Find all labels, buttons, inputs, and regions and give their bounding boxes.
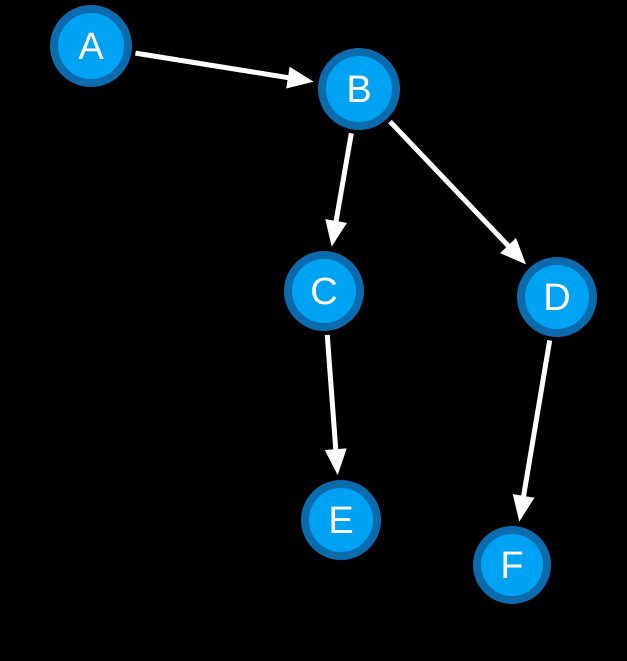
- graph-edge-b-to-d[interactable]: [388, 119, 526, 265]
- nodes-layer: A B C D E F: [50, 5, 597, 604]
- arrowhead-icon: [325, 219, 347, 247]
- node-label: B: [346, 69, 371, 111]
- node-ring: [318, 48, 400, 130]
- node-circle: [322, 52, 396, 126]
- arrowhead-icon: [500, 237, 526, 265]
- node-ring: [517, 257, 597, 337]
- graph-edge-c-to-e[interactable]: [324, 334, 347, 476]
- edge-line: [135, 50, 291, 81]
- node-ring: [284, 251, 364, 331]
- graph-edge-b-to-c[interactable]: [325, 132, 354, 247]
- node-label: A: [78, 26, 104, 68]
- edge-line: [388, 119, 512, 249]
- graph-node-c[interactable]: C: [284, 251, 364, 331]
- node-circle: [477, 530, 547, 600]
- node-label: C: [310, 271, 337, 313]
- node-circle: [521, 261, 593, 333]
- node-ring: [301, 480, 381, 560]
- arrowhead-icon: [512, 494, 535, 522]
- node-label: E: [328, 500, 353, 542]
- node-label: D: [543, 277, 570, 319]
- graph-node-e[interactable]: E: [301, 480, 381, 560]
- graph-edge-a-to-b[interactable]: [135, 50, 314, 89]
- edge-line: [324, 334, 339, 452]
- graph-node-b[interactable]: B: [318, 48, 400, 130]
- node-ring: [473, 526, 551, 604]
- node-ring: [50, 5, 132, 87]
- graph-edge-d-to-f[interactable]: [512, 339, 553, 522]
- edge-line: [520, 339, 553, 499]
- graph-node-f[interactable]: F: [473, 526, 551, 604]
- edges-layer: [135, 50, 553, 522]
- arrowhead-icon: [286, 66, 314, 89]
- arrowhead-icon: [324, 448, 347, 476]
- node-circle: [305, 484, 377, 556]
- edge-line: [333, 132, 354, 224]
- node-circle: [54, 9, 128, 83]
- graph-node-d[interactable]: D: [517, 257, 597, 337]
- graph-node-a[interactable]: A: [50, 5, 132, 87]
- node-circle: [288, 255, 360, 327]
- node-label: F: [500, 545, 523, 587]
